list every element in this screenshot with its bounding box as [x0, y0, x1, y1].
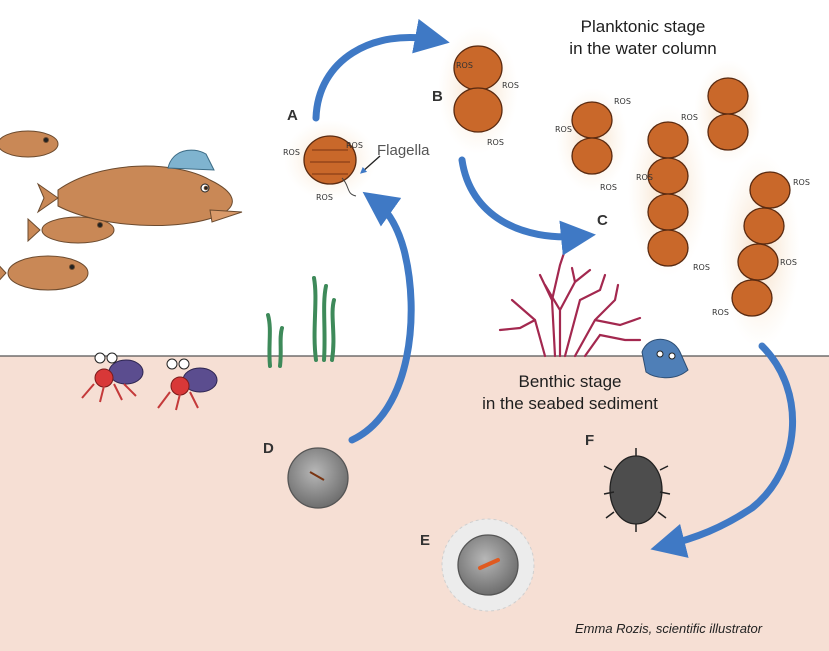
- label-f: F: [585, 432, 595, 449]
- cell-chain: [556, 88, 628, 192]
- ros-label: ROS: [636, 173, 653, 182]
- benthic-line-1: Benthic stage: [518, 372, 622, 391]
- label-c: C: [597, 212, 608, 229]
- ros-label: ROS: [487, 138, 504, 147]
- ros-label: ROS: [283, 148, 300, 157]
- fish-with-cap-icon: [36, 149, 243, 227]
- arrow-b-to-c: [458, 156, 596, 256]
- ros-label: ROS: [712, 308, 729, 317]
- fish-icon: [0, 130, 59, 158]
- flagella-label: Flagella: [377, 142, 430, 159]
- seabed-sediment: [0, 356, 829, 651]
- cyst-f: [603, 448, 671, 532]
- arrow-d-to-a: [348, 191, 415, 444]
- ros-label: ROS: [600, 183, 617, 192]
- ros-label: ROS: [316, 193, 333, 202]
- ros-label: ROS: [502, 81, 519, 90]
- label-b: B: [432, 88, 443, 105]
- seabed-creature-icon: [641, 338, 689, 379]
- ros-label: ROS: [555, 125, 572, 134]
- seagrass: [266, 276, 336, 368]
- ros-label: ROS: [681, 113, 698, 122]
- ros-label: ROS: [780, 258, 797, 267]
- fish-icon: [27, 216, 115, 244]
- flagella-pointer: [360, 155, 381, 174]
- cell-chains-c: [556, 60, 800, 348]
- benthic-stage-title: Benthic stage in the seabed sediment: [455, 371, 685, 415]
- cell-chain-b: [438, 26, 518, 154]
- illustrator-credit: Emma Rozis, scientific illustrator: [575, 621, 763, 636]
- arrow-a-to-b: [312, 18, 450, 122]
- coral: [498, 248, 642, 358]
- benthic-line-2: in the seabed sediment: [482, 394, 658, 413]
- cell-chain: [628, 104, 708, 276]
- ros-label: ROS: [693, 263, 710, 272]
- ros-label: ROS: [614, 97, 631, 106]
- cyst-e: [441, 518, 535, 612]
- fish-icon: [0, 255, 89, 291]
- cycle-arrows: [312, 18, 797, 558]
- ros-label: ROS: [456, 61, 473, 70]
- arrow-c-to-e: [650, 342, 797, 558]
- fish-school: [0, 130, 243, 291]
- label-a: A: [287, 107, 298, 124]
- planktonic-line-2: in the water column: [569, 39, 717, 58]
- cell-a: [284, 120, 376, 200]
- cell-chain: [720, 152, 800, 348]
- hermit-crab-icon: [157, 358, 218, 411]
- label-e: E: [420, 532, 431, 549]
- planktonic-stage-title: Planktonic stage in the water column: [528, 16, 758, 60]
- cell-chain: [694, 60, 762, 164]
- hermit-crab-icon: [81, 352, 144, 403]
- planktonic-line-1: Planktonic stage: [580, 17, 706, 36]
- ros-label: ROS: [793, 178, 810, 187]
- resting-cyst-d: [287, 447, 349, 509]
- label-d: D: [263, 440, 274, 457]
- ros-label: ROS: [346, 141, 363, 150]
